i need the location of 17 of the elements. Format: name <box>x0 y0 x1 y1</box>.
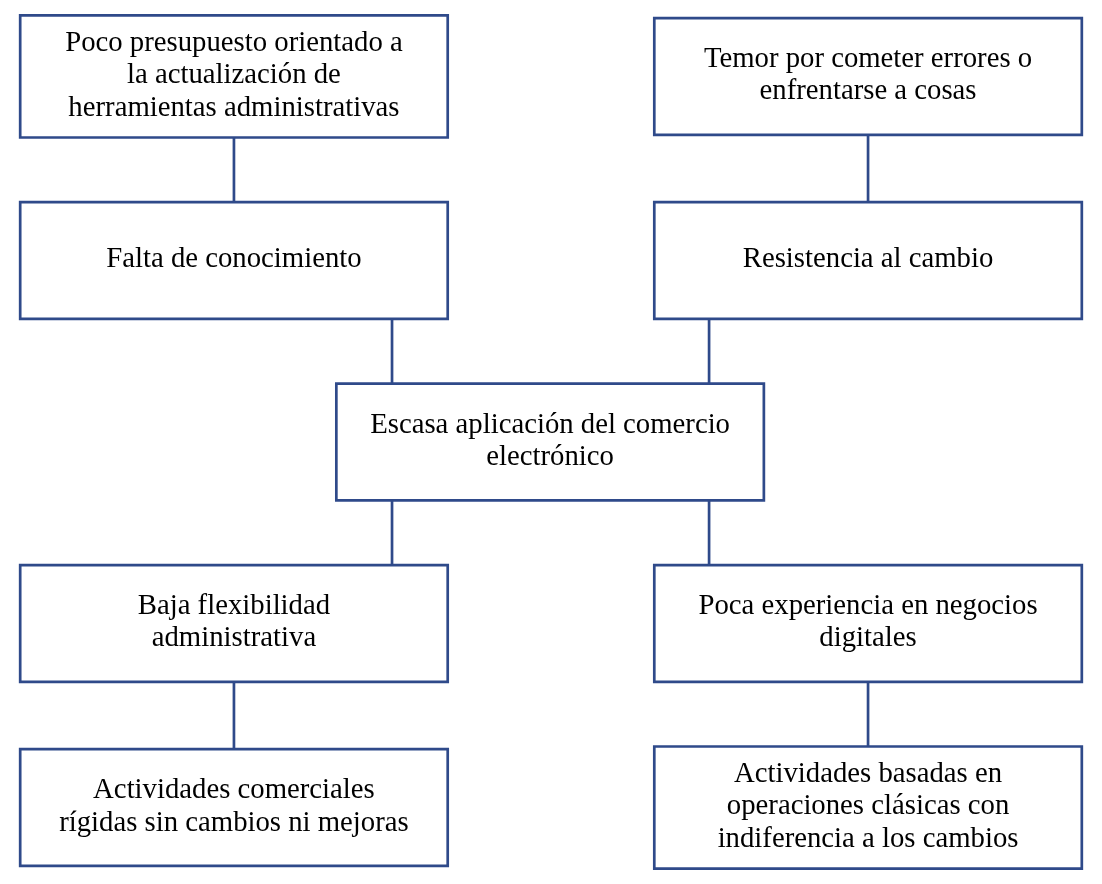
node-box: Escasa aplicación del comercio electrónico <box>335 382 766 502</box>
node-box: Baja flexibilidad administrativa <box>18 563 450 684</box>
node-box: Poco presupuesto orientado a la actualización de herramientas administrativas <box>18 14 450 139</box>
node-box: Actividades basadas en operaciones clásicas con indiferencia a los cambios <box>652 745 1084 870</box>
node-box: Actividades comerciales rígidas sin cambios ni mejoras <box>18 747 450 868</box>
node-box: Resistencia al cambio <box>652 200 1084 321</box>
connector <box>707 318 711 384</box>
node-box: Poca experiencia en negocios digitales <box>652 563 1084 684</box>
connector <box>232 682 236 749</box>
connector <box>866 135 870 202</box>
connector <box>390 318 394 384</box>
connector <box>866 682 870 747</box>
connector <box>707 500 711 565</box>
connector <box>390 500 394 565</box>
node-box: Temor por cometer errores o enfrentarse a cosas <box>652 16 1084 137</box>
connector <box>232 137 236 203</box>
node-box: Falta de conocimiento <box>18 200 450 321</box>
